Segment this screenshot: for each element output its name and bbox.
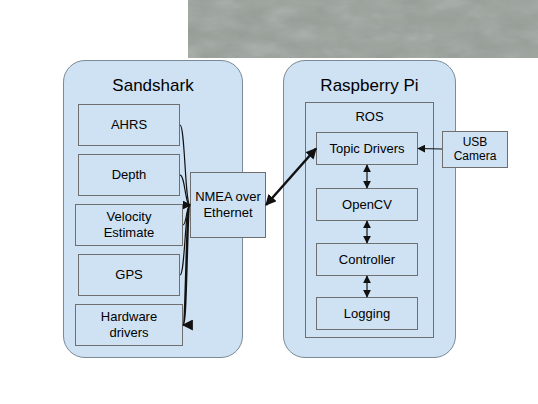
module-box: USB Camera — [442, 131, 508, 168]
module-label: GPS — [111, 267, 146, 283]
module-box: Velocity Estimate — [75, 204, 183, 246]
data-flow-arrow — [183, 205, 190, 325]
module-label: AHRS — [107, 117, 151, 133]
module-label: Depth — [108, 167, 151, 183]
module-label: USB Camera — [443, 135, 507, 164]
data-flow-arrow — [180, 175, 190, 205]
data-flow-arrow — [418, 148, 442, 150]
data-flow-arrow — [366, 221, 367, 243]
module-box: GPS — [78, 254, 180, 296]
module-box: Logging — [316, 297, 418, 330]
photo-ground — [188, 0, 538, 58]
data-flow-arrow — [366, 165, 367, 188]
module-label: Logging — [340, 306, 394, 322]
data-flow-arrow — [266, 149, 316, 206]
module-box: Controller — [316, 243, 418, 276]
module-box: AHRS — [78, 104, 180, 146]
module-label: Velocity Estimate — [76, 209, 182, 240]
module-box: Depth — [78, 154, 180, 196]
module-box: OpenCV — [316, 188, 418, 221]
device-panel: Raspberry Pi ROS Topic DriversOpenCV Contro… — [283, 60, 456, 358]
software-group: ROS Topic DriversOpenCV ControllerLogging — [305, 102, 434, 338]
module-label: OpenCV — [338, 197, 396, 213]
module-label: Controller — [335, 252, 399, 268]
data-flow-arrow — [180, 125, 190, 205]
group-title: ROS — [306, 103, 433, 125]
module-box: Topic Drivers — [316, 132, 418, 165]
group-title: Raspberry Pi — [284, 61, 455, 96]
group-title: Sandshark — [64, 61, 242, 96]
module-label: Hardware drivers — [76, 309, 182, 340]
photo-texture — [188, 0, 538, 58]
module-box: NMEA over Ethernet — [190, 172, 266, 238]
module-box: Hardware drivers — [75, 304, 183, 346]
data-flow-arrow — [366, 276, 367, 297]
module-label: NMEA over Ethernet — [191, 189, 265, 220]
module-label: Topic Drivers — [325, 141, 408, 157]
